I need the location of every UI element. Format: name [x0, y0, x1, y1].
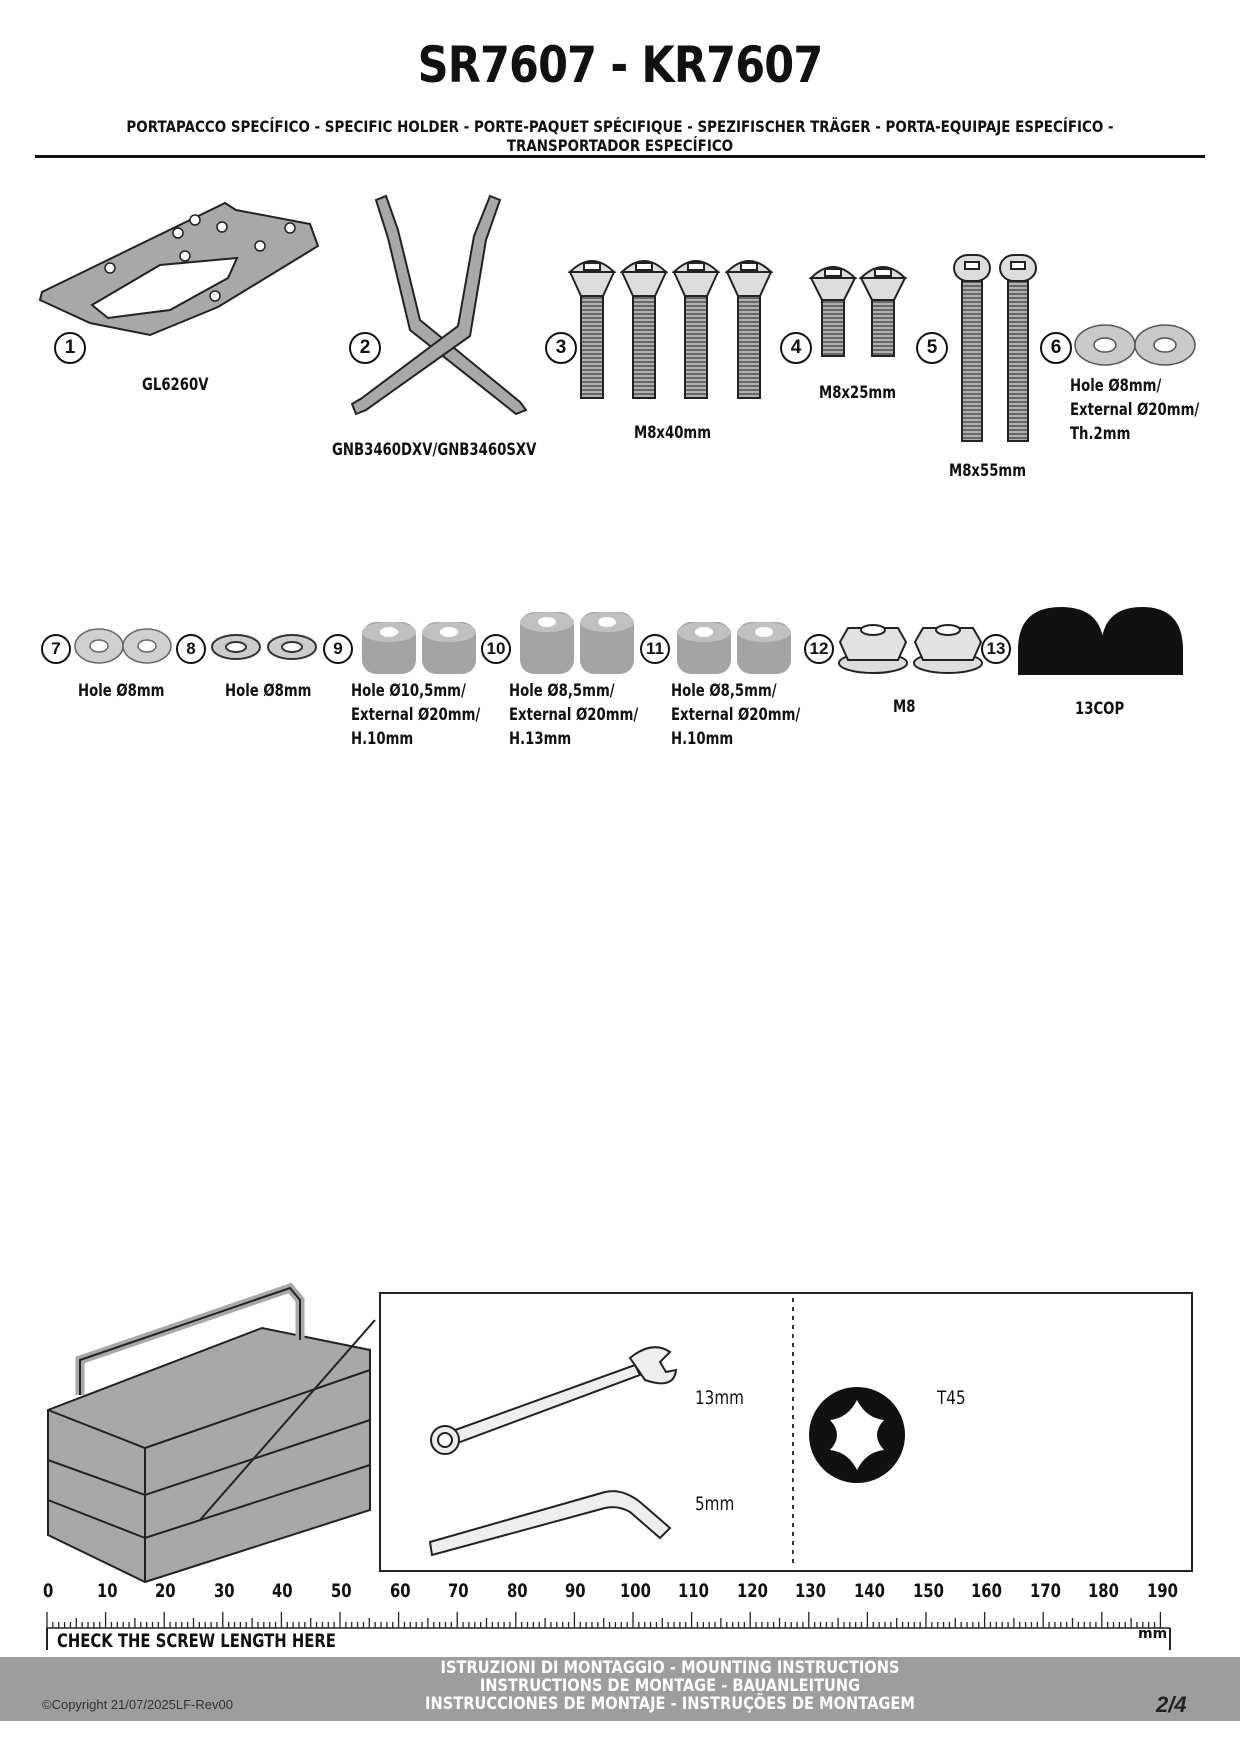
part-number-13: 13: [981, 634, 1011, 664]
part-number-8: 8: [176, 634, 206, 664]
part-label-11: Hole Ø8,5mm/External Ø20mm/H.10mm: [671, 681, 801, 749]
washers-6-drawing: [1074, 324, 1196, 366]
part-number-10: 10: [481, 634, 511, 664]
part-number-11: 11: [640, 634, 670, 664]
washers-7-drawing: [74, 628, 172, 664]
ruler-tick-label: 70: [448, 1580, 469, 1602]
screw-ruler: [46, 1612, 1171, 1650]
ruler-tick-label: 90: [565, 1580, 587, 1602]
parts-illustrations: [38, 194, 1196, 675]
ruler-tick-label: 160: [971, 1580, 1003, 1602]
ruler-tick-label: 180: [1088, 1580, 1120, 1602]
part-label-13: 13COP: [1075, 699, 1125, 719]
ruler-tick-label: 110: [678, 1580, 710, 1602]
ruler-tick-label: 80: [506, 1580, 528, 1602]
hex-key-icon: [428, 1490, 672, 1557]
part-number-5: 5: [916, 332, 948, 364]
wrench-size-label: 13mm: [695, 1387, 744, 1409]
ruler-tick-label: 140: [853, 1580, 885, 1602]
part-label-7: Hole Ø8mm: [78, 681, 165, 701]
part-label-8: Hole Ø8mm: [225, 681, 312, 701]
part-label-6: Hole Ø8mm/External Ø20mm/Th.2mm: [1070, 376, 1200, 444]
part-number-9: 9: [323, 634, 353, 664]
part-label-12: M8: [893, 697, 916, 717]
caps-13cop-drawing: [1018, 607, 1183, 675]
part-label-4: M8x25mm: [819, 383, 897, 403]
header-divider: [35, 155, 1205, 158]
ruler-tick-label: 10: [96, 1580, 118, 1602]
footer-instructions: ISTRUZIONI DI MONTAGGIO - MOUNTING INSTR…: [425, 1658, 915, 1714]
ruler-tick-label: 30: [213, 1580, 235, 1602]
ruler-tick-label: 120: [736, 1580, 768, 1602]
ruler-tick-label: 20: [155, 1580, 176, 1602]
torx-size-label: T45: [937, 1387, 966, 1409]
ruler-tick-label: 50: [331, 1580, 352, 1602]
part-number-2: 2: [349, 332, 381, 364]
toolbox-icon: [47, 1282, 371, 1584]
part-label-3: M8x40mm: [634, 423, 712, 443]
part-number-1: 1: [54, 332, 86, 364]
part-label-5: M8x55mm: [949, 461, 1027, 481]
part-number-7: 7: [41, 634, 71, 664]
page-number: 2/4: [1156, 1692, 1187, 1717]
page-subtitle: PORTAPACCO SPECÍFICO - SPECIFIC HOLDER -…: [126, 117, 1114, 155]
ruler-tick-label: 170: [1029, 1580, 1061, 1602]
bolts-m8x55-drawing: [953, 254, 1037, 442]
torx-t45-icon: [809, 1387, 905, 1483]
part-label-1: GL6260V: [142, 375, 209, 395]
part-label-9: Hole Ø10,5mm/External Ø20mm/H.10mm: [351, 681, 481, 749]
lock-washers-8-drawing: [211, 634, 317, 660]
ruler-tick-label: 60: [389, 1580, 411, 1602]
ruler-tick-label: 190: [1146, 1580, 1178, 1602]
hex-key-size-label: 5mm: [695, 1493, 735, 1515]
copyright-text: ©Copyright 21/07/2025LF-Rev00: [42, 1697, 233, 1712]
wrench-icon: [430, 1346, 678, 1455]
pointer-line: [199, 1319, 376, 1521]
spacers-9-drawing: [362, 622, 476, 674]
ruler-tick-label: 0: [42, 1580, 53, 1602]
part-number-3: 3: [545, 332, 577, 364]
ruler-tick-label: 150: [912, 1580, 944, 1602]
part-number-4: 4: [780, 332, 812, 364]
nuts-m8-drawing: [838, 624, 983, 674]
page-title: SR7607 - KR7607: [417, 36, 824, 94]
part-number-6: 6: [1040, 332, 1072, 364]
plate-gl6260v-drawing: [38, 201, 320, 337]
ruler-tick-label: 100: [619, 1580, 651, 1602]
ruler-caption: CHECK THE SCREW LENGTH HERE: [57, 1630, 336, 1652]
bolts-m8x25-drawing: [808, 266, 908, 357]
ruler-tick-label: 130: [795, 1580, 827, 1602]
part-number-12: 12: [804, 634, 834, 664]
ruler-unit: mm: [1138, 1626, 1168, 1642]
spacers-10-drawing: [520, 612, 634, 674]
tools-illustration: [47, 1282, 1193, 1584]
footer-bar: [0, 1657, 1240, 1721]
part-label-2: GNB3460DXV/GNB3460SXV: [332, 440, 537, 460]
part-label-10: Hole Ø8,5mm/External Ø20mm/H.13mm: [509, 681, 639, 749]
bolts-m8x40-drawing: [567, 260, 774, 399]
brackets-gnb3460-drawing: [350, 194, 528, 416]
spacers-11-drawing: [677, 622, 791, 674]
ruler-tick-label: 40: [272, 1580, 294, 1602]
